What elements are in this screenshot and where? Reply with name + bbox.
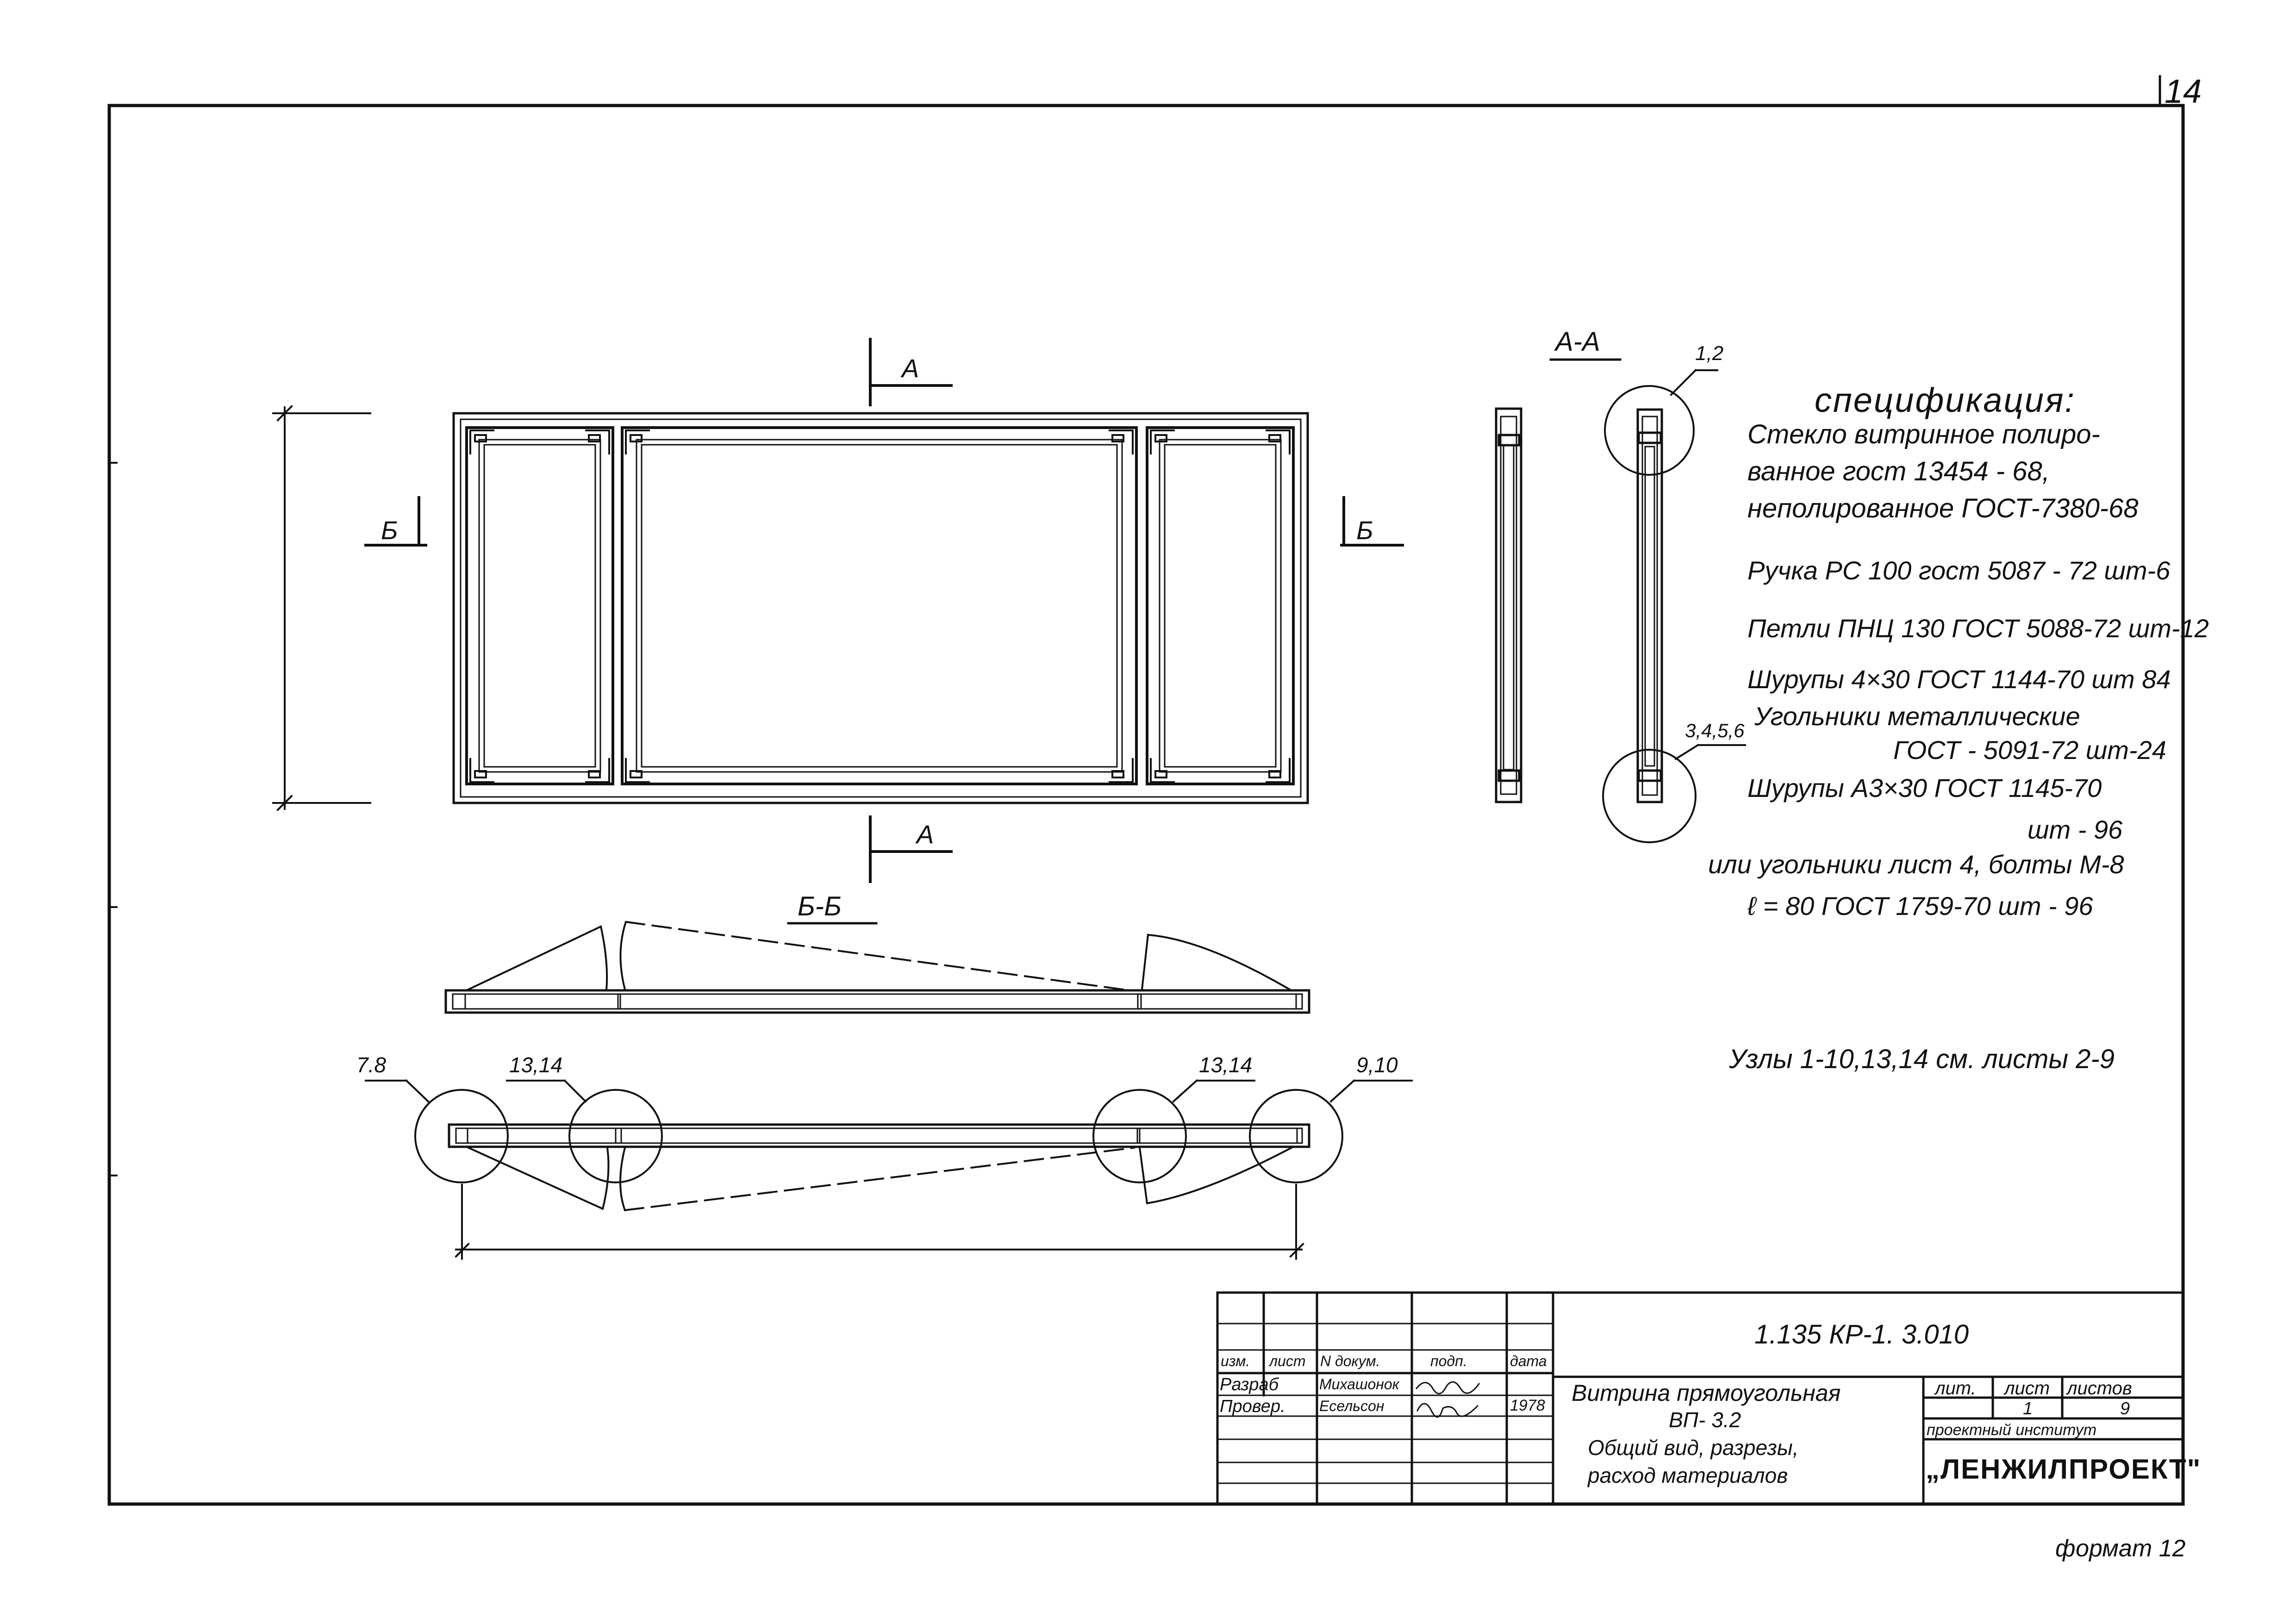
specification-title: спецификация: xyxy=(1815,381,2076,419)
cut-b-right-label: Б xyxy=(1356,516,1373,545)
sheet-label: лист xyxy=(2004,1378,2050,1399)
nodes-note: Узлы 1-10,13,14 см. листы 2-9 xyxy=(1729,1044,2115,1074)
spec-line: Петли ПНЦ 130 ГОСТ 5088-72 шт-12 xyxy=(1747,614,2209,643)
spec-line: Стекло витринное полиро- xyxy=(1747,419,2100,449)
format-label: формат 12 xyxy=(2055,1535,2186,1562)
corner-brackets xyxy=(469,429,1291,783)
header-date: дата xyxy=(1510,1353,1547,1369)
header-signature: подп. xyxy=(1430,1353,1467,1369)
callout-13-14-right: 13,14 xyxy=(1199,1053,1253,1077)
cut-a-bottom-label: А xyxy=(917,820,934,849)
section-bb-label: Б-Б xyxy=(798,891,842,921)
callout-13-14-left: 13,14 xyxy=(509,1053,563,1077)
cut-a-top-label: А xyxy=(902,354,919,383)
spec-line: ℓ = 80 ГОСТ 1759-70 шт - 96 xyxy=(1747,891,2093,920)
checked-label: Провер. xyxy=(1220,1397,1285,1416)
sheet-value: 1 xyxy=(2023,1399,2033,1418)
spec-line: Шурупы А3×30 ГОСТ 1145-70 xyxy=(1747,773,2102,802)
spec-line: неполированное ГОСТ-7380-68 xyxy=(1747,493,2139,523)
header-doc-number: N докум. xyxy=(1320,1353,1380,1369)
height-dimension xyxy=(272,405,371,811)
spec-line: или угольники лист 4, болты М-8 xyxy=(1708,850,2124,879)
institute-name: „ЛЕНЖИЛПРОЕКТ" xyxy=(1926,1454,2202,1485)
developed-label: Разраб xyxy=(1220,1375,1279,1394)
cut-line-b xyxy=(364,496,1404,547)
document-code: 1.135 КР-1. 3.010 xyxy=(1754,1319,1969,1349)
drawing-title-line: ВП- 3.2 xyxy=(1669,1408,1741,1432)
cut-line-a xyxy=(869,338,953,883)
callout-3-4-5-6: 3,4,5,6 xyxy=(1685,720,1745,741)
drawing-title-line: Общий вид, разрезы, xyxy=(1588,1436,1799,1460)
sheets-label: листов xyxy=(2067,1378,2132,1399)
date-value: 1978 xyxy=(1510,1397,1545,1414)
front-elevation xyxy=(272,338,1404,883)
spec-line: ГОСТ - 5091-72 шт-24 xyxy=(1893,735,2166,765)
spec-line: ванное гост 13454 - 68, xyxy=(1747,456,2050,486)
section-b-b xyxy=(444,920,1310,1014)
spec-line: шт - 96 xyxy=(2028,815,2123,844)
cut-b-left-label: Б xyxy=(381,516,398,545)
signatures xyxy=(1415,1381,1480,1418)
spec-line: Шурупы 4×30 ГОСТ 1144-70 шт 84 xyxy=(1747,665,2171,694)
section-aa-label: А-А xyxy=(1555,327,1600,357)
callout-1-2: 1,2 xyxy=(1695,342,1724,365)
sheets-value: 9 xyxy=(2120,1399,2130,1418)
checked-name: Есельсон xyxy=(1319,1398,1385,1414)
lit-label: лит. xyxy=(1935,1378,1976,1399)
title-block-lines xyxy=(1216,1291,2184,1505)
page-number: 14 xyxy=(2165,73,2202,110)
institute-label: проектный институт xyxy=(1927,1421,2097,1439)
margin-ticks xyxy=(108,462,118,1176)
callout-9-10: 9,10 xyxy=(1356,1053,1398,1077)
callout-7-8: 7.8 xyxy=(356,1053,386,1077)
header-change: изм. xyxy=(1221,1353,1250,1369)
drawing-title-line: расход материалов xyxy=(1588,1463,1788,1487)
header-sheet: лист xyxy=(1269,1353,1306,1369)
section-b-b-nodes xyxy=(365,1079,1413,1260)
sheet-frame xyxy=(107,75,2185,1506)
spec-line: Ручка РС 100 гост 5087 - 72 шт-6 xyxy=(1747,556,2171,585)
spec-line: Угольники металлические xyxy=(1754,702,2080,731)
developed-name: Михашонок xyxy=(1319,1376,1399,1393)
section-a-a xyxy=(1495,358,1746,843)
drawing-title-line: Витрина прямоугольная xyxy=(1572,1380,1841,1406)
